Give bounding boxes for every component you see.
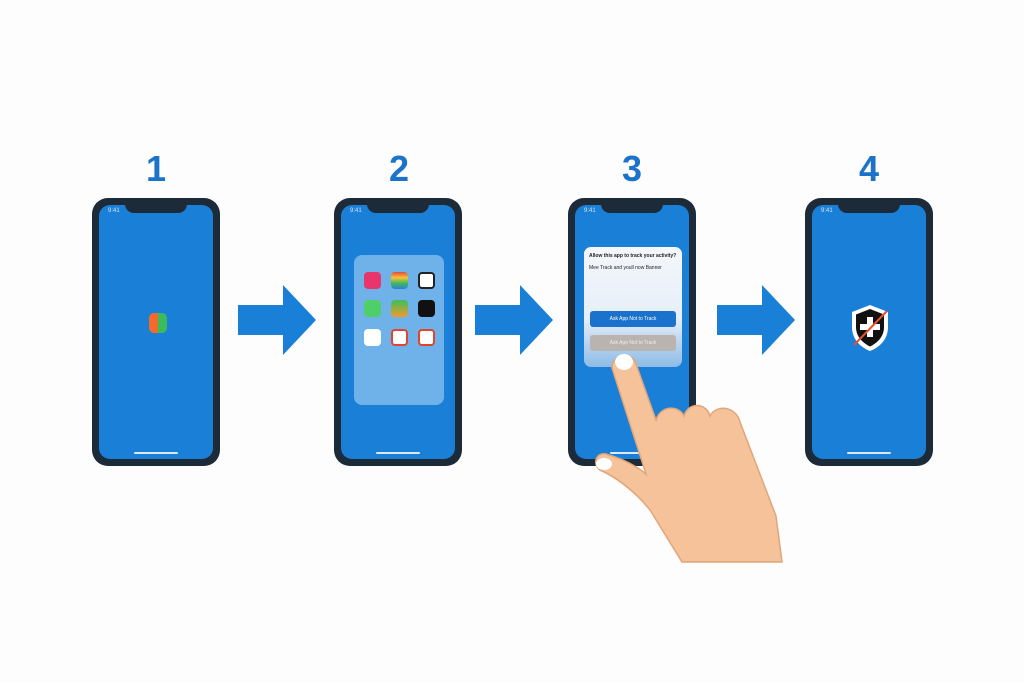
ask-not-to-track-secondary-button[interactable]: Ask App Not to Track (590, 335, 676, 351)
phone-screen: 9:41 (812, 205, 926, 459)
hand-pointer-icon (595, 354, 783, 563)
home-indicator (376, 452, 420, 454)
app-icon[interactable] (391, 300, 408, 317)
arrow-right-icon (717, 285, 795, 355)
home-indicator (610, 452, 654, 454)
phone-step-2: 9:41 (334, 198, 462, 466)
home-indicator (847, 452, 891, 454)
notch (125, 198, 187, 213)
phone-step-4: 9:41 (805, 198, 933, 466)
phone-screen: 9:41 (341, 205, 455, 459)
status-time: 9:41 (584, 208, 596, 214)
status-time: 9:41 (108, 208, 120, 214)
status-time: 9:41 (350, 208, 362, 214)
arrow-right-icon (238, 285, 316, 355)
app-icon[interactable] (391, 329, 408, 346)
phone-screen: 9:41 (99, 205, 213, 459)
notch (838, 198, 900, 213)
dialog-title: Allow this app to track your activity? (589, 253, 677, 259)
step-number-1: 1 (145, 148, 167, 189)
dialog-body: Mee Track and youll now Banner (589, 265, 662, 271)
notch (601, 198, 663, 213)
tracking-permission-dialog: Allow this app to track your activity? M… (584, 247, 682, 367)
step-number-2: 2 (388, 148, 410, 189)
app-icon[interactable] (149, 313, 167, 333)
phone-screen: 9:41 Allow this app to track your activi… (575, 205, 689, 459)
ask-not-to-track-button[interactable]: Ask App Not to Track (590, 311, 676, 327)
app-icon[interactable] (418, 272, 435, 289)
notch (367, 198, 429, 213)
step-number-3: 3 (621, 148, 643, 189)
app-icon[interactable] (418, 300, 435, 317)
shield-blocked-icon (852, 305, 888, 351)
app-icon[interactable] (391, 272, 408, 289)
app-icon[interactable] (364, 300, 381, 317)
phone-step-1: 9:41 (92, 198, 220, 466)
phone-step-3: 9:41 Allow this app to track your activi… (568, 198, 696, 466)
home-indicator (134, 452, 178, 454)
folder-icon[interactable] (354, 255, 444, 405)
app-icon[interactable] (418, 329, 435, 346)
arrow-right-icon (475, 285, 553, 355)
step-number-4: 4 (858, 148, 880, 189)
status-time: 9:41 (821, 208, 833, 214)
app-icon[interactable] (364, 272, 381, 289)
app-icon[interactable] (364, 329, 381, 346)
